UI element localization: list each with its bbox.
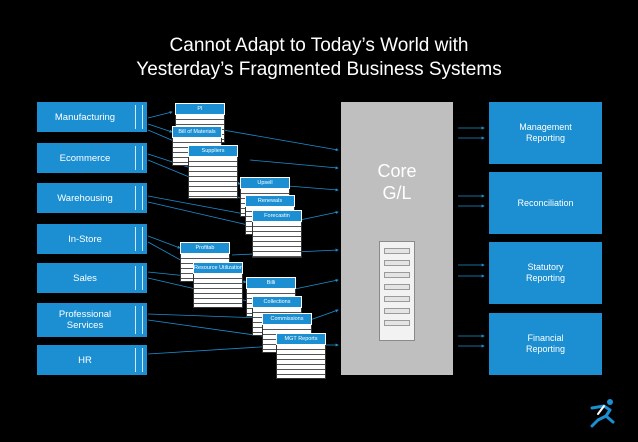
report-statutory: Statutory Reporting bbox=[489, 242, 602, 304]
document-title: Bill of Materials bbox=[172, 126, 222, 138]
slide-title: Cannot Adapt to Today’s World with Yeste… bbox=[0, 34, 638, 82]
system-ecommerce: Ecommerce bbox=[37, 143, 147, 173]
server-icon bbox=[379, 241, 415, 341]
title-line-1: Cannot Adapt to Today’s World with bbox=[169, 35, 469, 56]
document-title: Commissions bbox=[262, 313, 312, 325]
document-mgt-reports: MGT Reports bbox=[276, 333, 326, 379]
runner-logo-icon bbox=[590, 399, 615, 428]
system-label: HR bbox=[78, 354, 92, 366]
title-line-2: Yesterday’s Fragmented Business Systems bbox=[136, 59, 502, 80]
report-label: Statutory Reporting bbox=[525, 262, 566, 283]
system-sales: Sales bbox=[37, 263, 147, 293]
core-gl-label: Core G/L bbox=[377, 161, 417, 203]
report-reconciliation: Reconciliation bbox=[489, 172, 602, 234]
document-title: Renewals bbox=[245, 195, 295, 207]
document-title: Collections bbox=[252, 296, 302, 308]
system-label: Sales bbox=[73, 272, 97, 284]
core-gl-panel: Core G/L bbox=[341, 102, 453, 375]
document-forecasting: Forecastin bbox=[252, 210, 302, 258]
system-label: In-Store bbox=[68, 233, 102, 245]
report-financial: Financial Reporting bbox=[489, 313, 602, 375]
document-title: Upsell bbox=[240, 177, 290, 189]
document-title: Forecastin bbox=[252, 210, 302, 222]
report-label: Reconciliation bbox=[517, 197, 574, 208]
system-in-store: In-Store bbox=[37, 224, 147, 254]
document-title: MGT Reports bbox=[276, 333, 326, 345]
report-management: Management Reporting bbox=[489, 102, 602, 164]
system-professional-services: Professional Services bbox=[37, 303, 147, 337]
system-label: Manufacturing bbox=[54, 111, 116, 123]
document-title: Billi bbox=[246, 277, 296, 289]
document-title: Suppliers bbox=[188, 145, 238, 157]
system-label: Ecommerce bbox=[59, 152, 111, 164]
report-label: Financial Reporting bbox=[525, 333, 566, 354]
system-label: Professional Services bbox=[58, 309, 112, 331]
system-manufacturing: Manufacturing bbox=[37, 102, 147, 132]
document-resource-utilization: Resource Utilization bbox=[193, 262, 243, 308]
system-hr: HR bbox=[37, 345, 147, 375]
system-warehousing: Warehousing bbox=[37, 183, 147, 213]
document-title: Resource Utilization bbox=[193, 262, 243, 274]
document-title: PI bbox=[175, 103, 225, 115]
document-suppliers: Suppliers bbox=[188, 145, 238, 199]
report-label: Management Reporting bbox=[519, 122, 572, 143]
document-title: Profitab bbox=[180, 242, 230, 254]
system-label: Warehousing bbox=[57, 192, 113, 204]
